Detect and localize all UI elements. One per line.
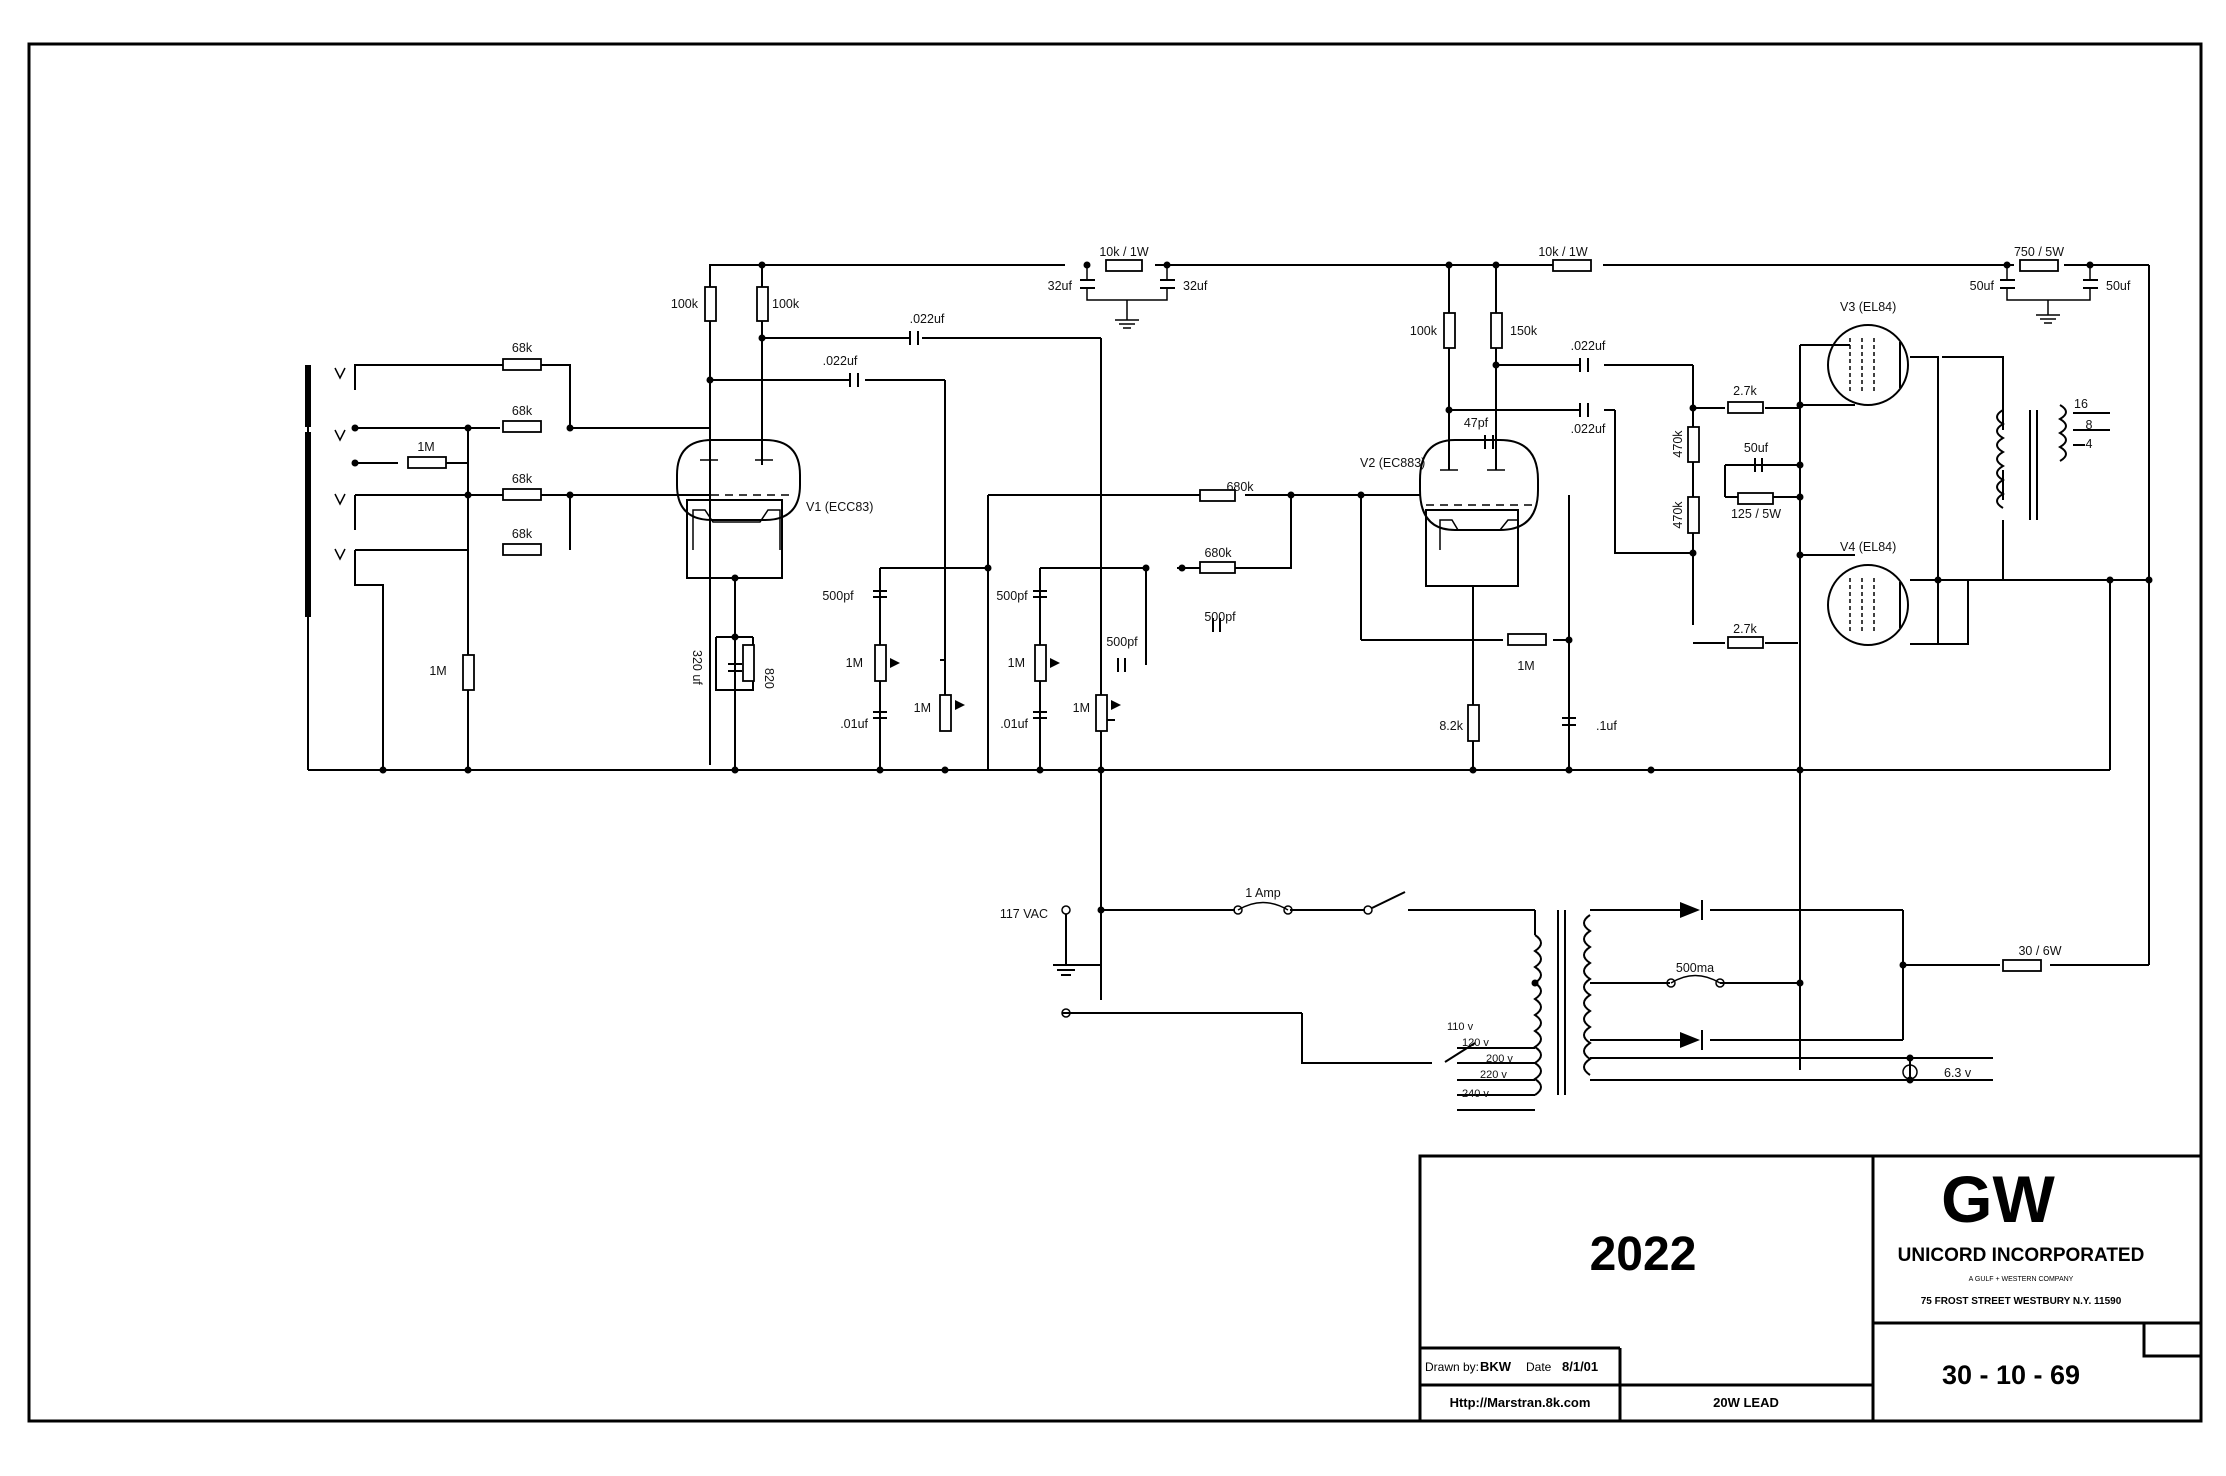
- label-pot-1m-b: 1M: [914, 701, 931, 715]
- label-200v: 200 v: [1486, 1053, 1513, 1065]
- tube-v3: [1827, 324, 1909, 406]
- label-68k-4: 68k: [512, 527, 533, 541]
- label-820: 820: [762, 668, 776, 689]
- label-1m-v2: 1M: [1517, 659, 1534, 673]
- capacitors: [728, 265, 2098, 726]
- label-1m-input: 1M: [417, 440, 434, 454]
- drawing-frame: [27, 42, 2203, 1423]
- label-v3: V3 (EL84): [1840, 300, 1896, 314]
- label-100k-b: 100k: [772, 297, 800, 311]
- label-022-b: .022uf: [823, 354, 858, 368]
- tube-v1: [676, 439, 801, 550]
- label-32uf-a: 32uf: [1048, 279, 1073, 293]
- tube-v4: [1827, 564, 1909, 646]
- label-680k-a: 680k: [1226, 480, 1254, 494]
- label-10k-1w-b: 10k / 1W: [1538, 245, 1588, 259]
- label-tap-4: 4: [2086, 437, 2093, 451]
- component-labels: 68k 68k 1M 68k 68k 1M 100k 100k 10k / 1W…: [417, 245, 2131, 1100]
- date-label: Date: [1526, 1360, 1552, 1374]
- potentiometers: [874, 644, 1121, 732]
- label-68k-2: 68k: [512, 404, 533, 418]
- label-pot-1m-d: 1M: [1073, 701, 1090, 715]
- label-500pf-c: 500pf: [1204, 610, 1236, 624]
- label-470k-a: 470k: [1671, 430, 1685, 458]
- label-8-2k: 8.2k: [1439, 719, 1463, 733]
- label-220v: 220 v: [1480, 1069, 1507, 1081]
- label-750-5w: 750 / 5W: [2014, 245, 2064, 259]
- label-50uf-b: 50uf: [2106, 279, 2131, 293]
- label-500pf-a: 500pf: [822, 589, 854, 603]
- title-block: 2022 Drawn by: BKW Date 8/1/01 Http://Ma…: [1418, 1154, 2203, 1423]
- label-v2: V2 (EC883): [1360, 456, 1425, 470]
- label-022-a: .022uf: [910, 312, 945, 326]
- label-1uf: .1uf: [1596, 719, 1617, 733]
- label-32uf-b: 32uf: [1183, 279, 1208, 293]
- label-v4: V4 (EL84): [1840, 540, 1896, 554]
- label-tap-8: 8: [2086, 418, 2093, 432]
- label-022-d: .022uf: [1571, 422, 1606, 436]
- label-v1: V1 (ECC83): [806, 500, 873, 514]
- label-10k-1w-a: 10k / 1W: [1099, 245, 1149, 259]
- company-subtitle: A GULF + WESTERN COMPANY: [1969, 1276, 2074, 1283]
- label-125-5w: 125 / 5W: [1731, 507, 1781, 521]
- drawn-by: BKW: [1480, 1359, 1512, 1374]
- label-100k-v2: 100k: [1410, 324, 1438, 338]
- power-transformer: [1533, 910, 1592, 1096]
- svg-text:GW: GW: [1941, 1162, 2055, 1236]
- label-680k-b: 680k: [1204, 546, 1232, 560]
- label-tap-16: 16: [2074, 397, 2088, 411]
- label-47pf: 47pf: [1464, 416, 1489, 430]
- rectifier-diodes: [1680, 900, 1703, 1050]
- amp-description: 20W LEAD: [1713, 1395, 1779, 1410]
- label-pot-1m-c: 1M: [1008, 656, 1025, 670]
- label-022-c: .022uf: [1571, 339, 1606, 353]
- gw-logo: GW: [1941, 1162, 2055, 1236]
- label-fuse-1amp: 1 Amp: [1245, 886, 1280, 900]
- label-01uf-a: .01uf: [840, 717, 868, 731]
- tube-v2: [1419, 439, 1539, 550]
- source-url: Http://Marstran.8k.com: [1450, 1395, 1591, 1410]
- label-500pf-b: 500pf: [996, 589, 1028, 603]
- drawing-number: 30 - 10 - 69: [1942, 1360, 2080, 1390]
- label-1m-ground: 1M: [429, 664, 446, 678]
- label-2-7k-b: 2.7k: [1733, 622, 1757, 636]
- label-2-7k-a: 2.7k: [1733, 384, 1757, 398]
- drawn-by-label: Drawn by:: [1425, 1360, 1479, 1374]
- output-transformer: [1996, 404, 2067, 520]
- mains-fuses-switch: [1053, 891, 1918, 1080]
- label-470k-b: 470k: [1671, 501, 1685, 529]
- label-68k-3: 68k: [512, 472, 533, 486]
- junction-dots: [351, 261, 2153, 1084]
- label-100k-a: 100k: [671, 297, 699, 311]
- model-number: 2022: [1590, 1228, 1697, 1281]
- label-120v: 120 v: [1462, 1037, 1489, 1049]
- label-30-6w: 30 / 6W: [2018, 944, 2061, 958]
- label-6-3v: 6.3 v: [1944, 1066, 1972, 1080]
- drawing-date: 8/1/01: [1562, 1359, 1598, 1374]
- resistors: [407, 259, 2059, 972]
- label-150k: 150k: [1510, 324, 1538, 338]
- label-01uf-b: .01uf: [1000, 717, 1028, 731]
- wiring: [305, 264, 2150, 1111]
- label-110v: 110 v: [1447, 1021, 1474, 1033]
- label-fuse-500ma: 500ma: [1676, 961, 1714, 975]
- label-117vac: 117 VAC: [1000, 907, 1048, 921]
- label-50uf-cathode: 50uf: [1744, 441, 1769, 455]
- label-pot-1m-a: 1M: [846, 656, 863, 670]
- company-name: UNICORD INCORPORATED: [1898, 1245, 2145, 1266]
- label-68k-1: 68k: [512, 341, 533, 355]
- company-address: 75 FROST STREET WESTBURY N.Y. 11590: [1921, 1296, 2122, 1307]
- label-320uf: 320 uf: [690, 650, 704, 685]
- label-240v: 240 v: [1462, 1088, 1489, 1100]
- label-500pf-d: 500pf: [1106, 635, 1138, 649]
- label-50uf-a: 50uf: [1970, 279, 1995, 293]
